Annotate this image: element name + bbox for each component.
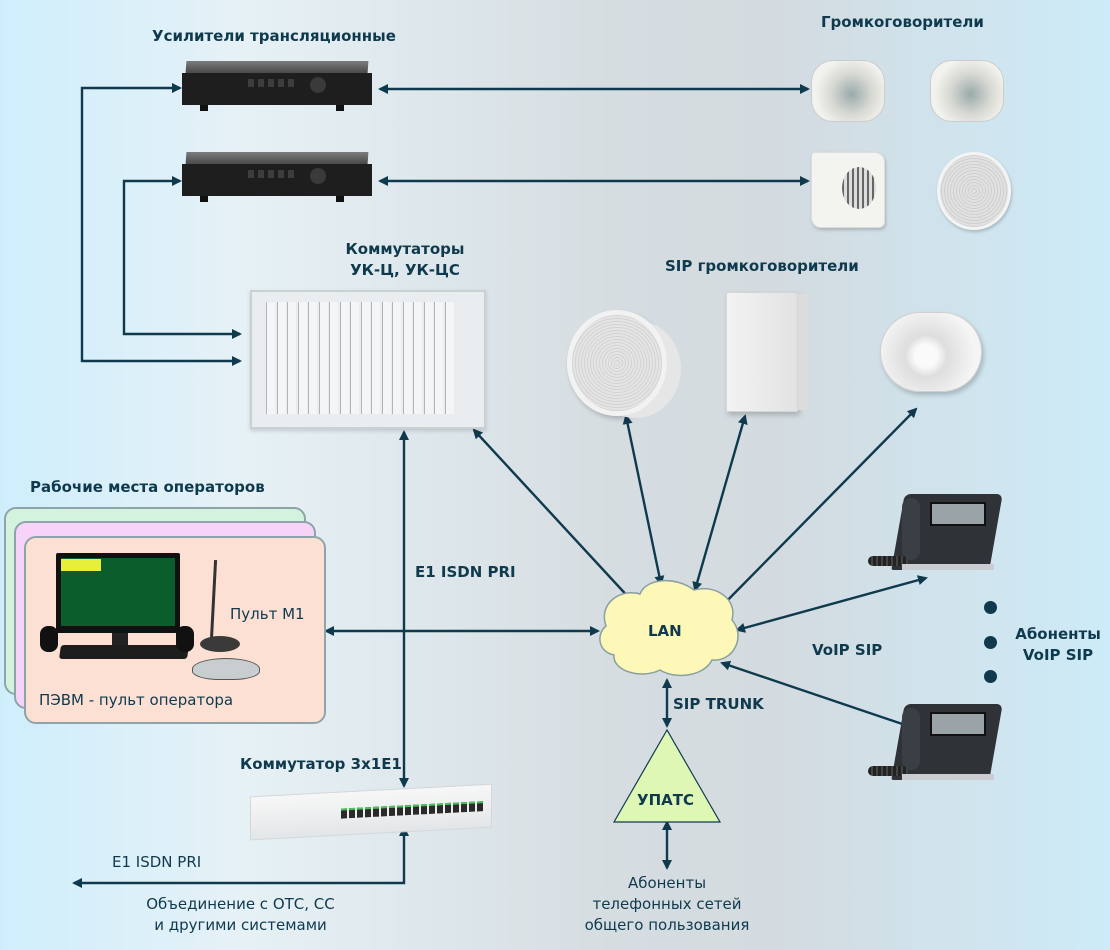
rack-slot <box>423 302 433 414</box>
sip-ceiling-speaker-icon[interactable] <box>567 310 667 416</box>
sip-horn-speaker-icon[interactable] <box>880 312 982 392</box>
switch-port <box>437 803 443 814</box>
pc-speaker-icon <box>176 626 194 652</box>
ellipsis-dot <box>984 670 997 683</box>
horn-speaker-icon[interactable] <box>811 60 885 122</box>
wire-amp2-switch <box>122 176 242 339</box>
integration-line2: и другими системами <box>154 916 327 934</box>
rack-slot <box>444 302 454 414</box>
loudspeakers-label: Громкоговорители <box>821 13 984 31</box>
voip-subscribers-line2: VoIP SIP <box>1022 646 1094 664</box>
keyboard-icon <box>59 645 189 659</box>
switch-port <box>373 806 379 817</box>
switch-port <box>445 802 451 814</box>
wire-phone1-lan <box>735 575 928 633</box>
rack-slot <box>371 302 380 414</box>
rack-slot <box>297 302 307 414</box>
voip-subscribers-label: Абоненты VoIP SIP <box>1010 624 1106 666</box>
voip-subscribers-line1: Абоненты <box>1015 625 1101 643</box>
voip-sip-label: VoIP SIP <box>812 641 883 659</box>
rack-slot <box>329 302 338 414</box>
integration-line1: Объединение с ОТС, СС <box>146 895 335 913</box>
pstn-line1: Абоненты <box>627 874 707 892</box>
sip-speakers-label: SIP громкоговорители <box>665 257 859 275</box>
ceiling-speaker-icon[interactable] <box>937 152 1011 230</box>
wire-switch-lan <box>472 428 634 603</box>
rack-slot <box>360 302 370 414</box>
pbx-label: УПАТС <box>637 791 694 809</box>
wire-e1-external <box>72 826 409 888</box>
ellipsis-dot <box>984 601 997 614</box>
monitor-icon <box>56 553 180 633</box>
switch-port <box>453 802 459 813</box>
lan-label: LAN <box>648 622 682 640</box>
switch-port <box>405 804 411 816</box>
operator-workplaces-label: Рабочие места операторов <box>30 478 265 496</box>
monitor-stand <box>112 633 128 645</box>
rack-slot <box>392 302 401 414</box>
wire-phone2-lan <box>720 660 922 733</box>
ip-phone-icon[interactable] <box>868 494 1003 574</box>
switches-label-line1: Коммутаторы <box>345 240 465 258</box>
switch-port <box>349 807 355 819</box>
sip-wall-speaker-icon[interactable] <box>726 292 798 412</box>
pc-console-label: ПЭВМ - пульт оператора <box>39 691 234 709</box>
rack-slot <box>413 302 422 414</box>
rack-slot <box>266 302 275 414</box>
integration-label: Объединение с ОТС, СС и другими системам… <box>118 894 363 936</box>
switch-port <box>461 801 467 813</box>
switch-3x1e1-label: Коммутатор 3x1E1 <box>240 755 402 773</box>
amplifier-2[interactable] <box>182 152 372 204</box>
switch-port <box>477 801 483 812</box>
switch-port <box>429 803 435 814</box>
rack-slot <box>434 302 443 414</box>
rack-slot <box>287 302 296 414</box>
e1-isdn-pri-out-label: E1 ISDN PRI <box>112 853 202 871</box>
wire-sipceil-lan <box>622 414 665 586</box>
switches-label-line2: УК-Ц, УК-ЦС <box>350 261 460 279</box>
switch-port <box>389 805 395 817</box>
pc-speaker-icon <box>40 626 58 652</box>
mousepad-icon <box>192 658 260 680</box>
lan-cloud-icon <box>599 579 739 677</box>
switch-port <box>381 806 387 817</box>
rack-slot <box>308 302 317 414</box>
rack-slot <box>339 302 349 414</box>
switch-port <box>397 805 403 816</box>
pstn-line2: телефонных сетей <box>592 895 742 913</box>
rack-slot <box>276 302 286 414</box>
ip-phone-icon[interactable] <box>868 704 1003 784</box>
amplifiers-label: Усилители трансляционные <box>152 27 396 45</box>
switch-port <box>365 807 371 818</box>
amplifier-1[interactable] <box>182 61 372 113</box>
wire-amp1-switch <box>80 83 242 366</box>
pstn-line3: общего пользования <box>584 916 750 934</box>
wall-speaker-icon[interactable] <box>811 152 885 228</box>
pbx-triangle-icon <box>612 728 722 823</box>
rack-switch-icon[interactable] <box>250 290 486 429</box>
rack-slot <box>350 302 359 414</box>
rack-slot <box>318 302 328 414</box>
switch-port <box>469 801 475 812</box>
sip-trunk-label: SIP TRUNK <box>673 695 764 713</box>
switch-port <box>357 807 363 818</box>
switches-label: Коммутаторы УК-Ц, УК-ЦС <box>325 239 485 281</box>
rack-slot <box>381 302 391 414</box>
rack-slot <box>402 302 412 414</box>
microphone-base <box>200 636 240 652</box>
pstn-subscribers-label: Абоненты телефонных сетей общего пользов… <box>560 873 774 936</box>
switch-port <box>341 808 347 819</box>
console-m1-label: Пульт М1 <box>230 605 305 623</box>
switch-port <box>413 804 419 815</box>
switch-port <box>421 804 427 815</box>
ellipsis-dot <box>984 636 997 649</box>
wire-sipbox-lan <box>692 414 748 592</box>
e1-isdn-pri-label: E1 ISDN PRI <box>415 563 516 581</box>
horn-speaker-icon[interactable] <box>930 60 1004 122</box>
